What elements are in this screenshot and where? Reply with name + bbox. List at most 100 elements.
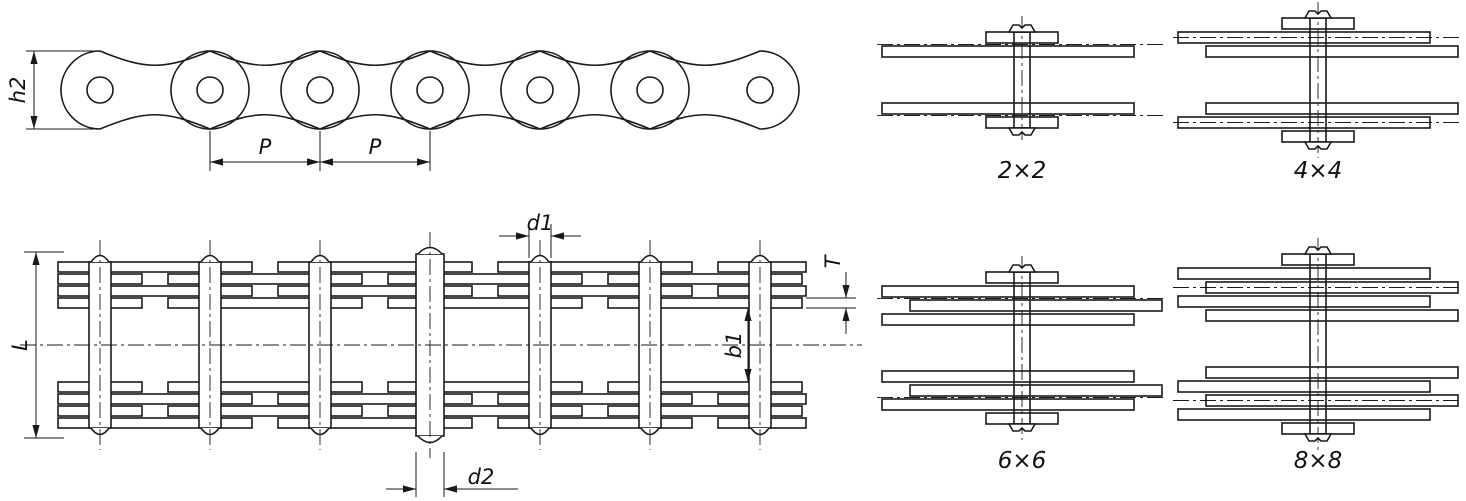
drawing-segment	[57, 417, 253, 429]
drawing-segment	[1177, 408, 1431, 421]
drawing-segment	[416, 76, 444, 104]
drawing-segment	[387, 381, 583, 393]
lacing-diagram-6x6: 6×6	[877, 256, 1167, 474]
dimension-arrowhead	[551, 232, 564, 240]
drawing-segment	[607, 297, 803, 309]
drawing-segment	[1303, 433, 1333, 442]
drawing-segment	[1007, 24, 1037, 33]
drawing-segment	[277, 417, 473, 429]
drawing-segment	[500, 50, 690, 130]
drawing-segment	[607, 405, 803, 417]
lacing-diagram-4x4-geometry	[1173, 2, 1463, 158]
drawing-segment	[881, 370, 1135, 383]
drawing-segment	[1303, 246, 1333, 255]
lacing-diagram-2x2-geometry	[877, 16, 1167, 144]
dim-label-inner-width-b1: b1	[722, 332, 746, 359]
drawing-segment	[167, 297, 363, 309]
dimension-arrowhead	[744, 369, 752, 382]
drawing-segment	[57, 393, 253, 405]
lacing-diagram-4x4: 4×4	[1173, 2, 1463, 184]
drawing-segment	[60, 50, 250, 130]
drawing-segment	[277, 393, 473, 405]
drawing-segment	[306, 76, 334, 104]
lacing-label-8x8: 8×8	[1294, 448, 1343, 474]
drawing-segment	[909, 384, 1163, 397]
chain-plan-view: L d1 T b1 d2	[8, 211, 862, 497]
drawing-segment	[607, 381, 803, 393]
chain-plan-view-dimensions	[24, 224, 856, 497]
drawing-segment	[497, 261, 693, 273]
drawing-segment	[610, 50, 800, 130]
drawing-segment	[170, 50, 360, 130]
dimension-arrowhead	[32, 425, 40, 438]
drawing-segment	[277, 261, 473, 273]
drawing-segment	[1007, 264, 1037, 273]
drawing-segment	[390, 50, 580, 130]
chain-side-view-geometry	[60, 50, 800, 130]
dimension-arrowhead	[307, 158, 320, 166]
dimension-arrowhead	[744, 308, 752, 321]
drawing-segment	[1303, 141, 1333, 150]
drawing-segment	[280, 50, 470, 130]
drawing-segment	[167, 381, 363, 393]
drawing-segment	[1177, 380, 1431, 393]
drawing-segment	[1177, 267, 1431, 280]
lacing-diagram-8x8: 8×8	[1173, 238, 1463, 474]
dimension-arrowhead	[444, 485, 457, 493]
drawing-segment	[387, 297, 583, 309]
drawing-segment	[1205, 102, 1459, 115]
dim-label-h2: h2	[6, 77, 30, 104]
chain-side-view: h2 P P	[6, 50, 800, 171]
lacing-diagram-2x2: 2×2	[877, 16, 1167, 184]
drawing-segment	[497, 417, 693, 429]
drawing-segment	[881, 285, 1135, 298]
dimension-arrowhead	[30, 51, 38, 64]
drawing-segment	[1303, 10, 1333, 19]
drawing-segment	[881, 102, 1135, 115]
drawing-segment	[607, 273, 803, 285]
dim-label-pitch-2: P	[369, 135, 382, 159]
drawing-segment	[196, 76, 224, 104]
dimension-arrowhead	[320, 158, 333, 166]
lacing-label-2x2: 2×2	[998, 158, 1047, 184]
dimension-arrowhead	[403, 485, 416, 493]
drawing-segment	[881, 398, 1135, 411]
drawing-segment	[1007, 423, 1037, 432]
drawing-segment	[1205, 309, 1459, 322]
drawing-segment	[1177, 295, 1431, 308]
drawing-segment	[497, 393, 693, 405]
lacing-diagram-6x6-geometry	[877, 256, 1167, 440]
drawing-segment	[57, 285, 253, 297]
drawing-segment	[1205, 366, 1459, 379]
drawing-segment	[167, 405, 363, 417]
dim-label-pin-diameter-d2: d2	[468, 465, 495, 489]
dimension-arrowhead	[842, 285, 850, 298]
drawing-segment	[277, 285, 473, 297]
drawing-segment	[86, 76, 114, 104]
lacing-label-6x6: 6×6	[998, 448, 1047, 474]
drawing-segment	[909, 299, 1163, 312]
drawing-segment	[881, 313, 1135, 326]
drawing-segment	[881, 45, 1135, 58]
chain-plan-view-geometry	[20, 232, 862, 458]
dimension-arrowhead	[32, 252, 40, 265]
lacing-diagram-8x8-geometry	[1173, 238, 1463, 450]
drawing-segment	[1007, 127, 1037, 136]
drawing-segment	[526, 76, 554, 104]
dimension-arrowhead	[417, 158, 430, 166]
dim-label-pitch-1: P	[259, 135, 272, 159]
dimension-arrowhead	[30, 116, 38, 129]
drawing-segment	[167, 273, 363, 285]
chain-side-view-dimensions	[26, 50, 431, 171]
lacing-label-4x4: 4×4	[1294, 158, 1343, 184]
dimension-arrowhead	[210, 158, 223, 166]
drawing-segment	[387, 405, 583, 417]
drawing-segment	[746, 76, 774, 104]
dimension-arrowhead	[516, 232, 529, 240]
drawing-segment	[387, 273, 583, 285]
dimension-arrowhead	[842, 308, 850, 321]
drawing-segment	[1205, 45, 1459, 58]
drawing-segment	[636, 76, 664, 104]
